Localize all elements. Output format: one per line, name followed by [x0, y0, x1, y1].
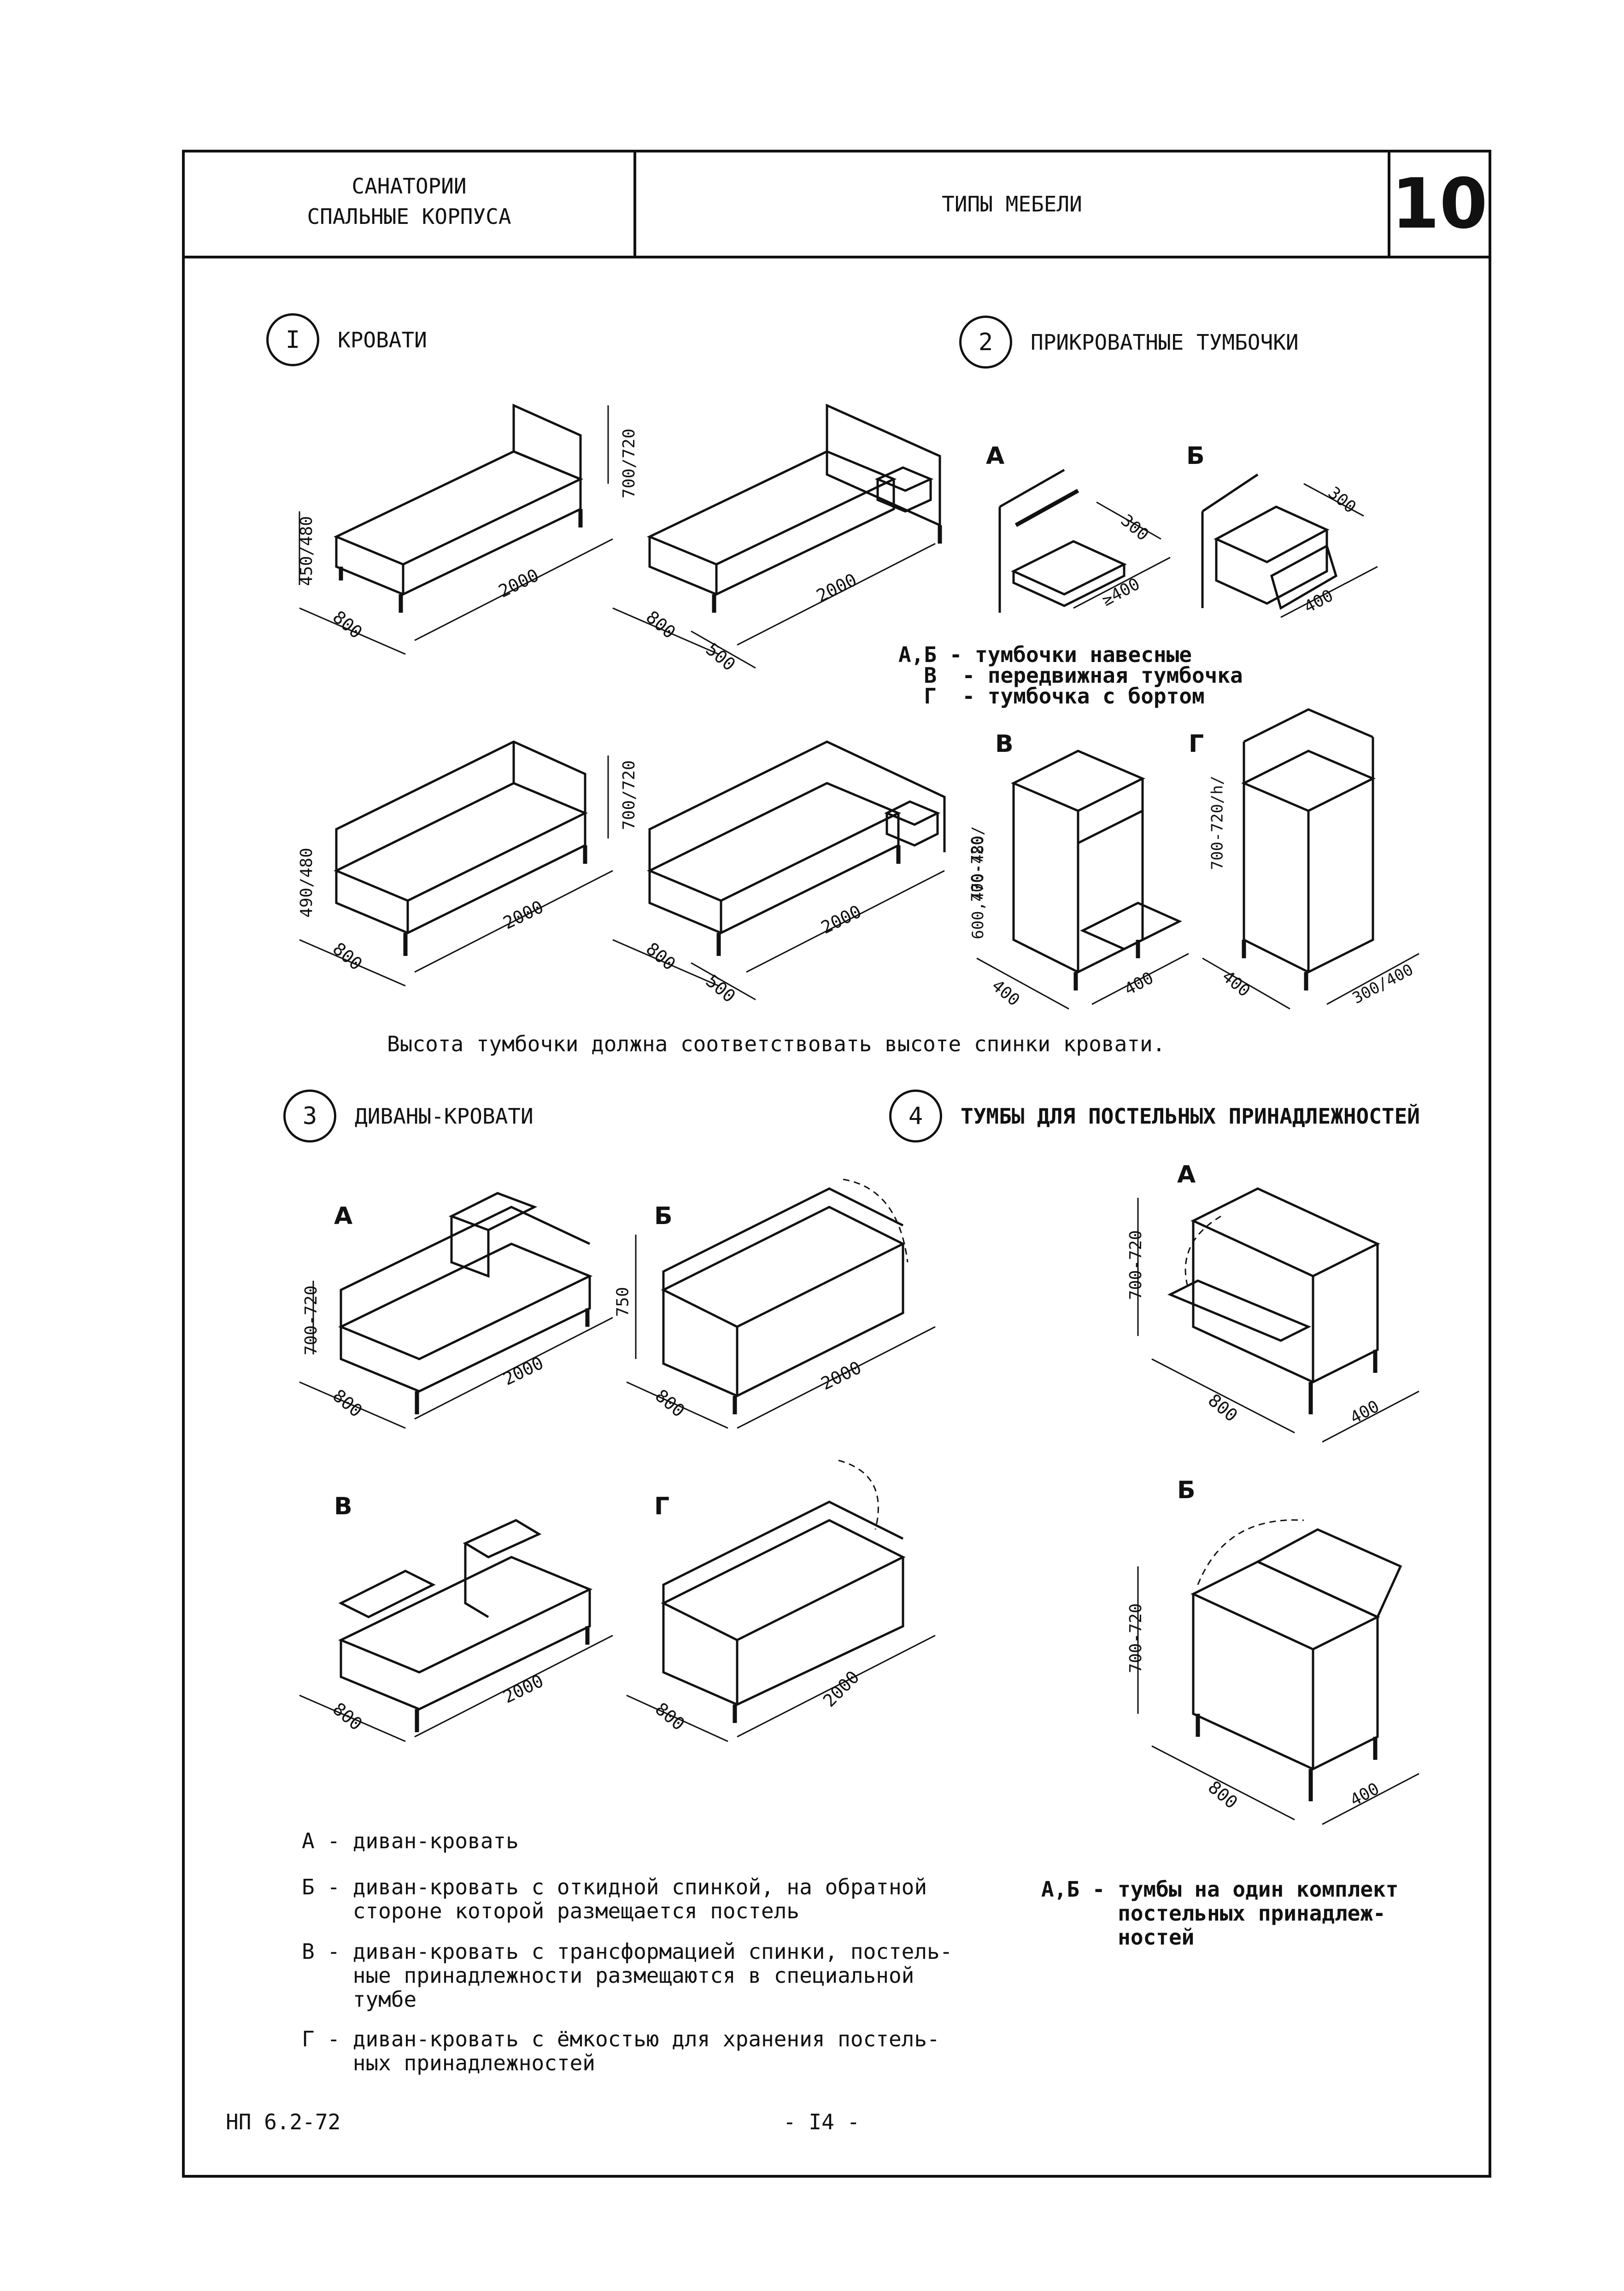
section-2-number: 2 — [959, 316, 1012, 369]
sofa-v-label: В — [334, 1493, 352, 1520]
section-1-number: I — [266, 313, 319, 366]
nightstand-b-drawing — [1201, 473, 1378, 618]
drawing-frame: САНАТОРИИ СПАЛЬНЫЕ КОРПУСА ТИПЫ МЕБЕЛИ 1… — [182, 150, 1491, 2178]
sofa-legend-g-key: Г — [302, 2027, 315, 2051]
page-number: - I4 - — [783, 2109, 860, 2134]
header-line1: САНАТОРИИ — [352, 174, 467, 199]
section-2-heading: 2 ПРИКРОВАТНЫЕ ТУМБОЧКИ — [959, 316, 1299, 369]
bed-3-drawing — [299, 740, 613, 987]
nightstand-legend-3: Г - тумбочка с бортом — [898, 684, 1205, 709]
bedding-cabinet-a-drawing — [1137, 1187, 1419, 1443]
dim-bed3-height: 490/480 — [297, 848, 316, 918]
header-line2: СПАЛЬНЫЕ КОРПУСА — [307, 204, 511, 229]
dim-bcb-height: 700-720 — [1126, 1603, 1145, 1673]
nightstand-g-drawing — [1202, 708, 1419, 1010]
section-4-title: ТУМБЫ ДЛЯ ПОСТЕЛЬНЫХ ПРИНАДЛЕЖНОСТЕЙ — [961, 1103, 1420, 1129]
sofa-a-drawing — [299, 1192, 613, 1429]
nightstand-a-label: A — [986, 442, 1005, 470]
section-1-title: КРОВАТИ — [338, 327, 427, 352]
dim-bca-height: 700-720 — [1126, 1230, 1145, 1300]
section-4-number: 4 — [889, 1090, 942, 1143]
section-1-heading: I КРОВАТИ — [266, 313, 427, 366]
sofa-legend-b-text: диван-кровать с откидной спинкой, на обр… — [352, 1875, 927, 1923]
section-3-heading: 3 ДИВАНЫ-КРОВАТИ — [283, 1090, 534, 1143]
bedding-cabinet-a-label: A — [1177, 1161, 1196, 1189]
nightstand-b-label: Б — [1186, 442, 1205, 470]
nightstand-v-drawing — [976, 750, 1189, 1010]
document-code: НП 6.2-72 — [226, 2109, 341, 2134]
nightstand-legend-2: В - передвижная тумбочка — [898, 663, 1243, 688]
sofa-legend-v: В - диван-кровать с трансформацией спинк… — [302, 1939, 953, 2012]
section-4-heading: 4 ТУМБЫ ДЛЯ ПОСТЕЛЬНЫХ ПРИНАДЛЕЖНОСТЕЙ — [889, 1090, 1420, 1143]
dim-nsv-height2: 600,470-480/ — [968, 826, 987, 939]
bedding-legend: А,Б - тумбы на один комплект постельных … — [1041, 1877, 1399, 1950]
dim-sofab-height: 750 — [613, 1287, 633, 1317]
dim-bed1-back: 700/720 — [619, 428, 639, 498]
nightstand-v-label: В — [995, 730, 1014, 758]
sofa-a-label: A — [334, 1202, 353, 1230]
section-3-number: 3 — [283, 1090, 336, 1143]
sofa-b-drawing — [626, 1178, 936, 1429]
nightstand-a-drawing — [998, 469, 1171, 613]
sheet-number: 10 — [1391, 164, 1488, 244]
bed-2-drawing — [612, 404, 942, 669]
sofa-legend-v-key: В — [302, 1939, 315, 1964]
sofa-legend-b: Б - диван-кровать с откидной спинкой, на… — [302, 1875, 927, 1923]
sofa-legend-a-text: диван-кровать — [352, 1828, 519, 1853]
sofa-legend-g-text: диван-кровать с ёмкостью для хранения по… — [352, 2027, 940, 2075]
sofa-legend-b-key: Б — [302, 1875, 315, 1899]
sofa-legend-a-key: А — [302, 1828, 315, 1853]
dim-bed1-height: 450/480 — [297, 516, 316, 586]
sofa-legend-a: А - диван-кровать — [302, 1828, 519, 1853]
sheet-title: ТИПЫ МЕБЕЛИ — [636, 152, 1390, 256]
bedding-cabinet-b-label: Б — [1177, 1477, 1196, 1504]
nightstand-g-label: Г — [1189, 730, 1204, 758]
title-block-left: САНАТОРИИ СПАЛЬНЫЕ КОРПУСА — [185, 152, 636, 256]
section-2-title: ПРИКРОВАТНЫЕ ТУМБОЧКИ — [1031, 329, 1299, 355]
dim-sofaa-height: 700-720 — [301, 1285, 321, 1355]
nightstand-height-note: Высота тумбочки должна соответствовать в… — [387, 1031, 1166, 1056]
sofa-legend-g: Г - диван-кровать с ёмкостью для хранени… — [302, 2027, 940, 2075]
sofa-g-label: Г — [654, 1493, 670, 1520]
sofa-g-drawing — [626, 1459, 936, 1742]
dim-nsg-height: 700-720/h/ — [1208, 775, 1227, 870]
title-block: САНАТОРИИ СПАЛЬНЫЕ КОРПУСА ТИПЫ МЕБЕЛИ 1… — [185, 152, 1489, 258]
bed-4-drawing — [612, 740, 946, 1001]
bedding-cabinet-b-drawing — [1137, 1519, 1419, 1825]
bed-1-drawing — [299, 404, 613, 655]
sofa-b-label: Б — [654, 1202, 673, 1230]
section-3-title: ДИВАНЫ-КРОВАТИ — [355, 1103, 534, 1129]
nightstand-legend-1: А,Б - тумбочки навесные — [898, 642, 1192, 667]
sofa-legend-v-text: диван-кровать с трансформацией спинки, п… — [352, 1939, 953, 2012]
sofa-v-drawing — [299, 1519, 613, 1742]
dim-bed3-back: 700/720 — [619, 760, 639, 830]
